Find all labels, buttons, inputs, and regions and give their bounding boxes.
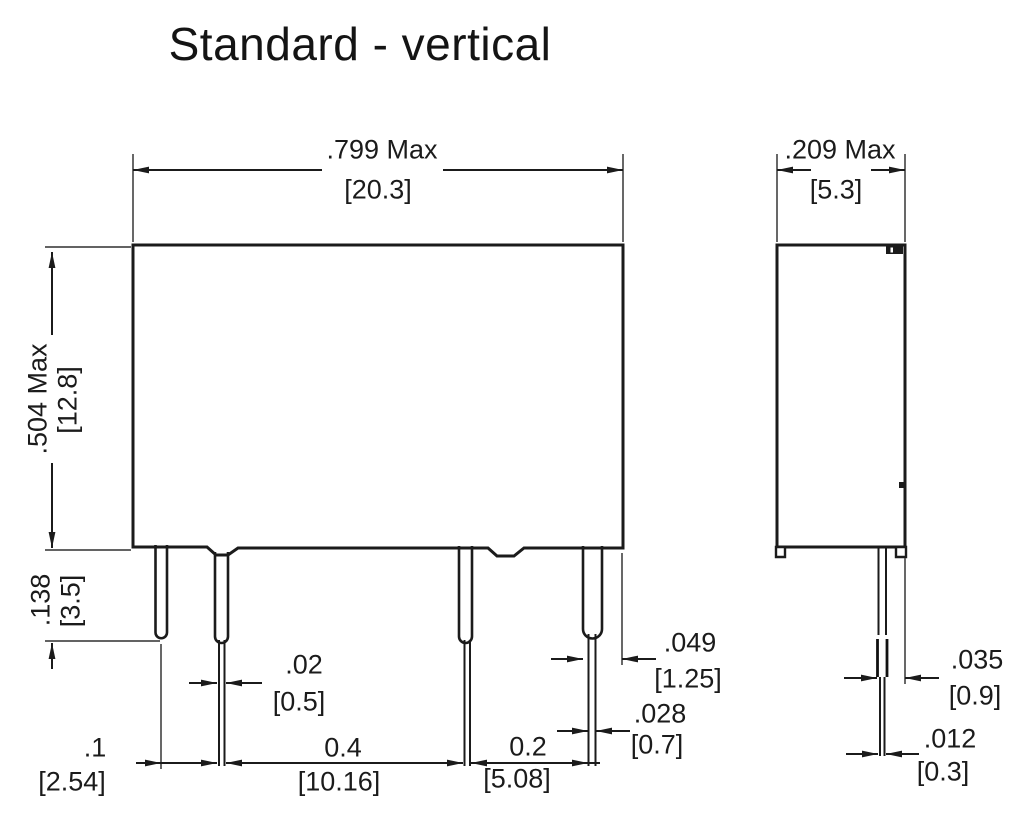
- dim-body-height-inch: .504 Max: [22, 343, 53, 455]
- front-pin-4: [581, 546, 604, 640]
- dim-pin-thickness-mm: [0.5]: [272, 686, 326, 717]
- dim-pitch-1-2-inch: .1: [83, 732, 107, 763]
- drawing-title: Standard - vertical: [168, 18, 552, 70]
- front-pin-2: [213, 552, 230, 645]
- dim-pin4-wide-mm: [1.25]: [654, 663, 722, 694]
- dim-pin4-narrow-mm: [0.7]: [630, 729, 684, 760]
- front-pin-3: [457, 546, 474, 645]
- dim-pitch-2-3-mm: [10.16]: [297, 766, 381, 797]
- dim-body-depth-inch: .209 Max: [784, 134, 896, 165]
- dim-body-height-mm: [12.8]: [52, 366, 83, 434]
- dim-pin4-narrow-inch: .028: [633, 698, 687, 729]
- dim-body-width-mm: [20.3]: [344, 174, 412, 205]
- dim-pitch-3-4-mm: [5.08]: [483, 763, 551, 794]
- dim-pitch-2-3-inch: 0.4: [324, 732, 362, 763]
- dim-pin4-wide-inch: .049: [663, 627, 717, 658]
- edge-tick: [899, 482, 905, 488]
- dim-pitch-1-2-mm: [2.54]: [38, 766, 106, 797]
- dim-side-pin-wide-mm: [0.9]: [948, 680, 1002, 711]
- dim-pin-thickness-inch: .02: [285, 649, 323, 680]
- dim-pitch-3-4-inch: 0.2: [509, 731, 547, 762]
- dimension-lines: [48, 166, 939, 767]
- vent-notch: [886, 246, 903, 254]
- side-view-outline: [774, 243, 908, 756]
- dim-side-pin-wide-inch: .035: [950, 644, 1004, 675]
- dim-body-depth-mm: [5.3]: [809, 174, 863, 205]
- extension-lines: [45, 154, 906, 769]
- dim-pin-length-mm: [3.5]: [55, 574, 86, 628]
- dim-side-pin-narrow-mm: [0.3]: [916, 756, 970, 787]
- front-pin-1: [154, 545, 169, 640]
- dim-side-pin-narrow-inch: .012: [923, 723, 977, 754]
- dim-pin-length-inch: .138: [25, 573, 56, 627]
- front-view-outline: [131, 243, 625, 766]
- dim-body-width-inch: .799 Max: [326, 134, 438, 165]
